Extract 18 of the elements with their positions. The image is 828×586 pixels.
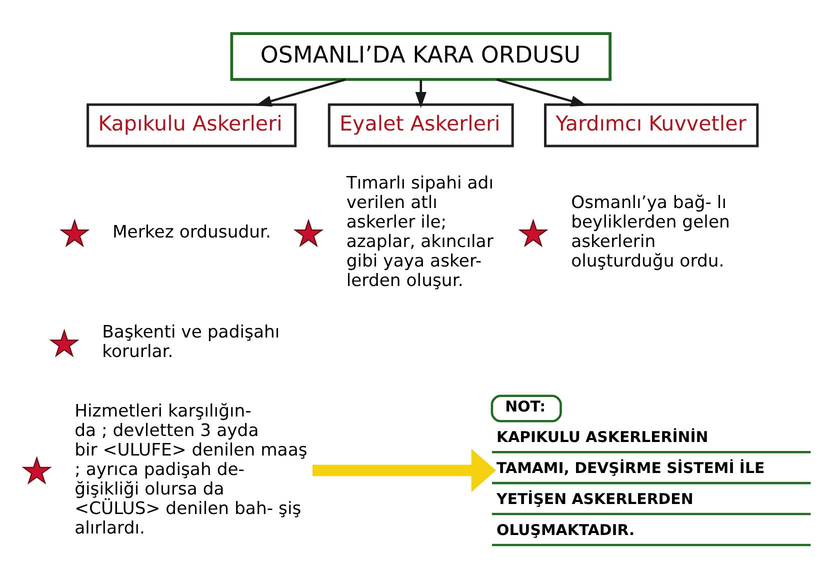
node-box: OSMANLI’DA KARA ORDUSU <box>230 32 612 81</box>
node-box: Kapıkulu Askerleri <box>86 103 297 148</box>
label: Tımarlı sipahi adı verilen atlı askerler ile; azaplar, akıncılar gibi yaya asker- lerden oluşur. <box>346 173 494 291</box>
label: Osmanlı’ya bağ- lı beyliklerden gelen askerlerin oluşturduğu ordu. <box>571 192 730 272</box>
label: Merkez ordusudur. <box>112 222 272 243</box>
arrow <box>256 78 346 107</box>
arrow <box>415 80 427 108</box>
node-box: Yardımcı Kuvvetler <box>544 103 759 148</box>
label: Başkenti ve padişahı korurlar. <box>102 322 280 362</box>
node-star <box>293 218 324 248</box>
node-star <box>49 328 80 358</box>
node-star <box>60 218 90 248</box>
node-star <box>22 456 52 485</box>
node-box: Eyalet Askerleri <box>328 103 514 148</box>
node-star <box>518 218 548 248</box>
arrow <box>496 78 587 107</box>
node-text: Hizmetleri karşılığın- da ; devletten 3 ayda bir <ULUFE> denilen maaş ; ayrıca padişah de- ğişikliği olursa da <CÜLUS> denilen bah- şiş alırlardı. <box>74 402 308 538</box>
arrow <box>312 448 496 492</box>
